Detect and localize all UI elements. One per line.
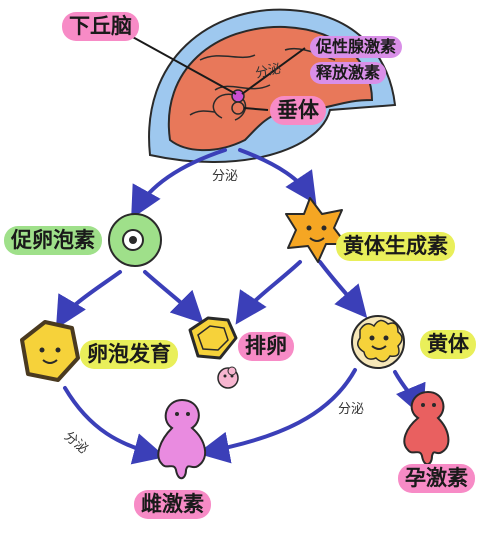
label-gnrh-line1: 促性腺激素: [310, 36, 403, 58]
estrogen-figure-icon: [157, 398, 207, 480]
label-fsh: 促卵泡素: [4, 226, 102, 255]
label-gnrh-line2: 释放激素: [310, 62, 387, 84]
arrow-to-lh: [238, 148, 317, 205]
arrow-fsh-to-follicle: [55, 270, 122, 329]
label-ovulation: 排卵: [238, 332, 294, 361]
arrows: [55, 148, 426, 465]
arrow-to-fsh: [131, 148, 227, 219]
label-follicle-development: 卵泡发育: [80, 340, 178, 369]
arrow-luteum-to-estrogen: [197, 368, 357, 464]
arrow-follicle-to-estrogen: [63, 386, 166, 465]
brain-illustration: [148, 8, 397, 163]
progesterone-figure-icon: [403, 390, 450, 466]
follicle-hexagon-icon: [20, 320, 80, 382]
label-progesterone: 孕激素: [398, 464, 475, 493]
label-lh: 黄体生成素: [336, 232, 455, 261]
arrow-lh-to-ovulation: [235, 260, 302, 325]
label-hypothalamus: 下丘脑: [62, 12, 139, 41]
pointer-lines: [119, 29, 306, 111]
secretion-label-pituitary: 分泌: [212, 169, 239, 184]
arrow-fsh-to-ovulation: [143, 270, 204, 324]
fsh-cell-icon: [108, 213, 162, 267]
arrow-lh-to-luteum: [318, 260, 368, 319]
label-pituitary: 垂体: [270, 96, 326, 125]
label-corpus-luteum: 黄体: [420, 330, 476, 359]
label-estrogen: 雌激素: [134, 490, 211, 519]
egg-cell-icon: [217, 366, 239, 389]
corpus-luteum-icon: [351, 315, 405, 369]
lh-star-icon: [285, 197, 347, 263]
secretion-label-luteum: 分泌: [338, 402, 365, 417]
ovulation-hexagon-icon: [188, 316, 238, 360]
